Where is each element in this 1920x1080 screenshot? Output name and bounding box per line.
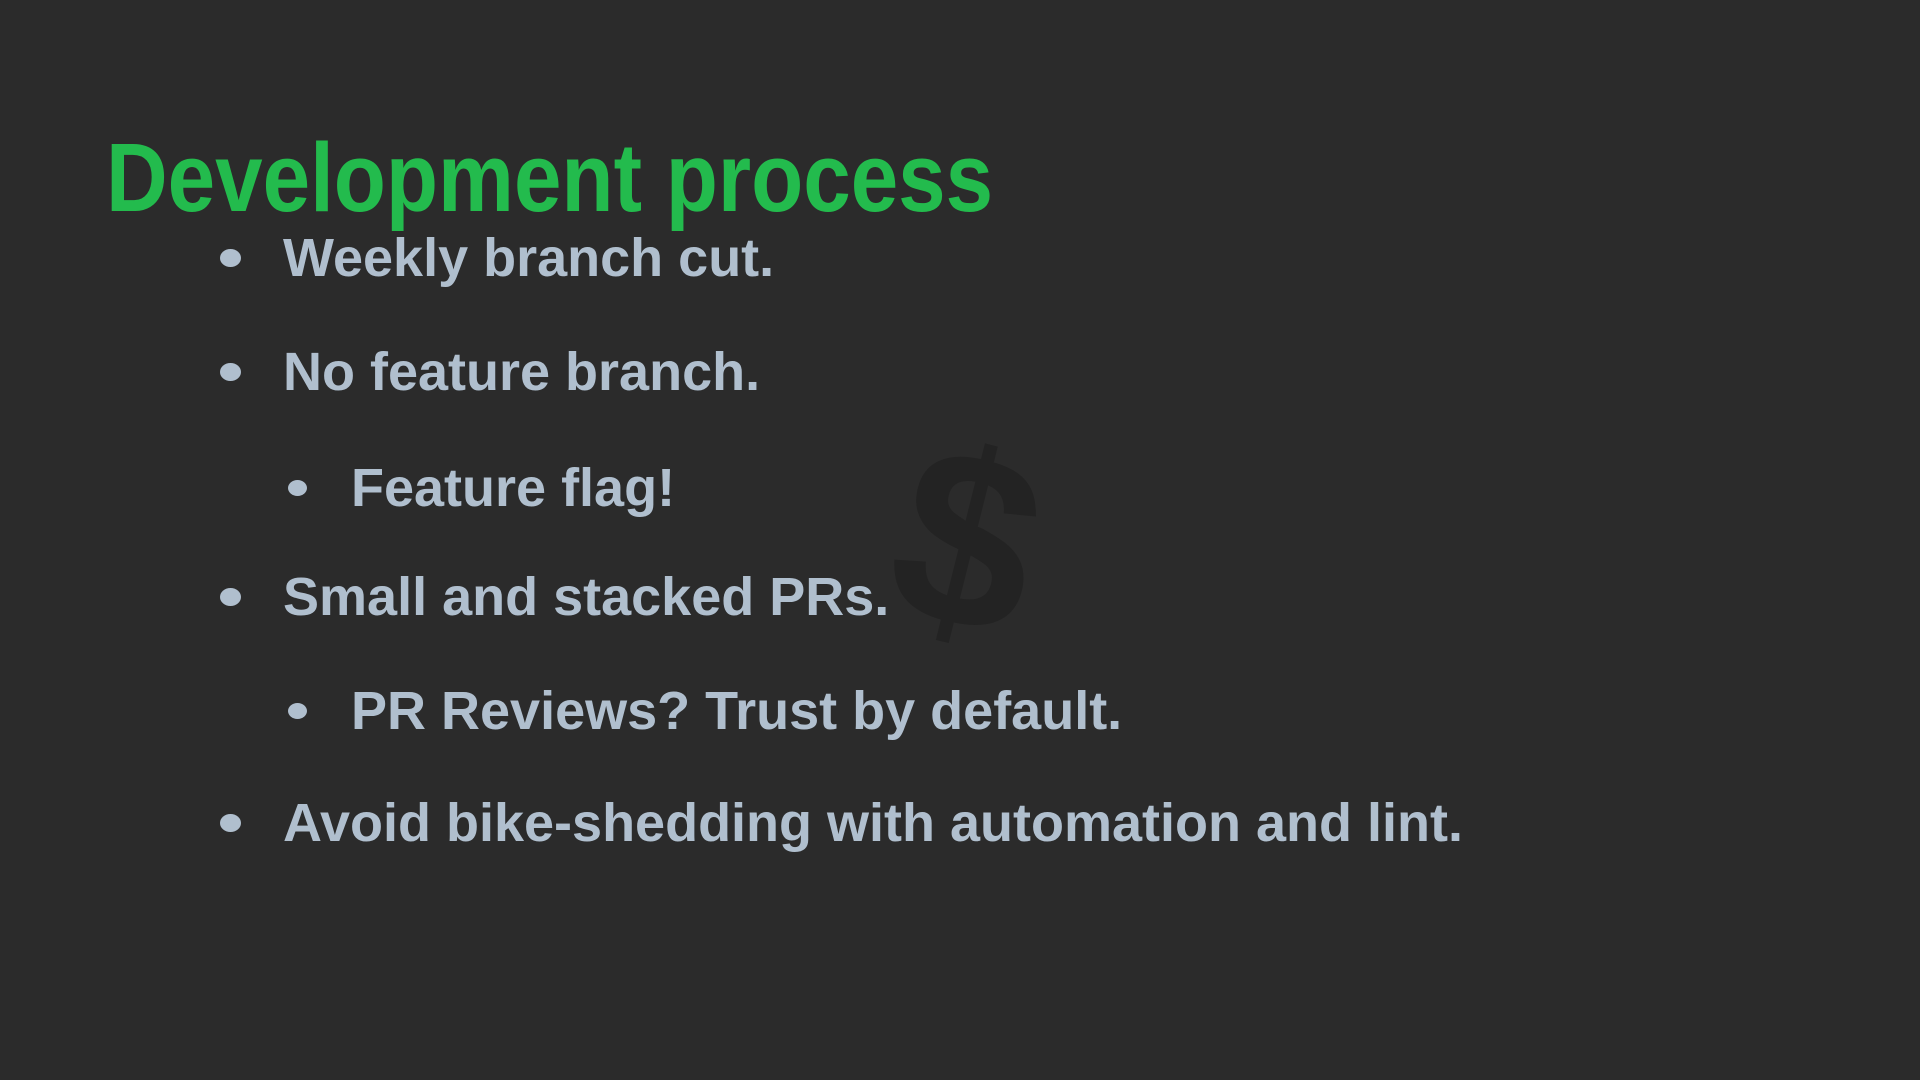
- page-title: Development process: [106, 122, 994, 232]
- bullet-text: Avoid bike-shedding with automation and …: [283, 793, 1463, 853]
- bullet-row: No feature branch.: [220, 342, 760, 402]
- bullet-dot-icon: [288, 703, 307, 719]
- bullet-row: Weekly branch cut.: [220, 228, 774, 288]
- bullet-text: Weekly branch cut.: [283, 228, 775, 288]
- bullet-dot-icon: [220, 249, 241, 267]
- bullet-dot-icon: [220, 588, 241, 606]
- bullet-row: Avoid bike-shedding with automation and …: [220, 793, 1463, 853]
- bullet-dot-icon: [220, 814, 241, 832]
- bullet-row: Small and stacked PRs.: [220, 567, 889, 627]
- bullet-dot-icon: [220, 363, 241, 381]
- bullet-row-nested: PR Reviews? Trust by default.: [288, 681, 1122, 741]
- bullet-text: Feature flag!: [351, 458, 676, 518]
- bullet-row-nested: Feature flag!: [288, 458, 675, 518]
- bullet-text: No feature branch.: [283, 342, 761, 402]
- dollar-watermark-icon: $: [866, 388, 1068, 692]
- bullet-dot-icon: [288, 480, 307, 496]
- bullet-text: Small and stacked PRs.: [283, 567, 890, 627]
- bullet-text: PR Reviews? Trust by default.: [351, 681, 1123, 741]
